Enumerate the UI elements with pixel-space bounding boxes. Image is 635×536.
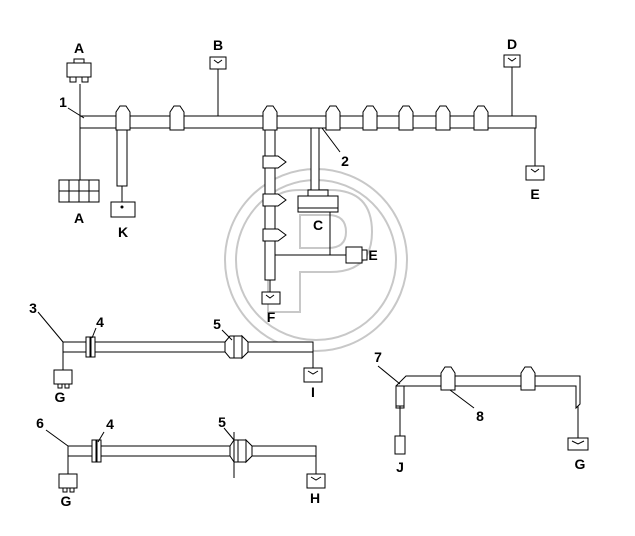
label-e-right: E: [530, 186, 539, 202]
callout-numbers: 1 2 3 4 5 6 4 5 7 8: [29, 94, 484, 432]
label-c: C: [313, 217, 323, 233]
label-j: J: [396, 459, 404, 475]
main-harness: [79, 66, 537, 292]
connector-g-bottom-left: [58, 473, 78, 489]
callout-2: 2: [341, 153, 349, 169]
callout-4b: 4: [106, 416, 114, 432]
connector-d: [503, 54, 521, 68]
callout-leaders: [37, 107, 475, 447]
connector-j: [394, 435, 406, 455]
callout-4a: 4: [96, 314, 104, 330]
connector-g-left: [53, 369, 73, 385]
label-g-right: G: [575, 456, 586, 472]
label-k: K: [118, 224, 128, 240]
harness-6: [58, 432, 326, 493]
connector-b: [209, 56, 227, 70]
label-f: F: [267, 309, 276, 325]
harness-3: [53, 334, 323, 389]
label-b: B: [213, 37, 223, 53]
connector-e-right: [525, 165, 545, 181]
connector-a-top: [66, 58, 92, 83]
connector-k: [110, 201, 136, 218]
callout-1: 1: [59, 94, 67, 110]
callout-7: 7: [374, 349, 382, 365]
callout-5b: 5: [218, 414, 226, 430]
connector-e-middle: [345, 246, 368, 264]
connector-a-bottom: [58, 179, 100, 203]
label-g-bottom-left: G: [61, 493, 72, 509]
callout-5a: 5: [213, 316, 221, 332]
callout-8: 8: [476, 408, 484, 424]
connector-f: [261, 291, 281, 305]
harness-7: [394, 366, 589, 455]
label-h: H: [310, 490, 320, 506]
label-a-top: A: [74, 40, 84, 56]
label-i: I: [311, 384, 315, 400]
label-a-bottom: A: [74, 210, 84, 226]
connector-c: [297, 189, 339, 213]
connector-h: [306, 473, 326, 489]
label-d: D: [507, 36, 517, 52]
label-g-left: G: [55, 389, 66, 405]
callout-6: 6: [36, 415, 44, 431]
callout-3: 3: [29, 300, 37, 316]
connector-labels: A A B D E K C E F G I J G G H: [55, 36, 586, 509]
connector-i: [303, 367, 323, 383]
label-e-middle: E: [368, 247, 377, 263]
